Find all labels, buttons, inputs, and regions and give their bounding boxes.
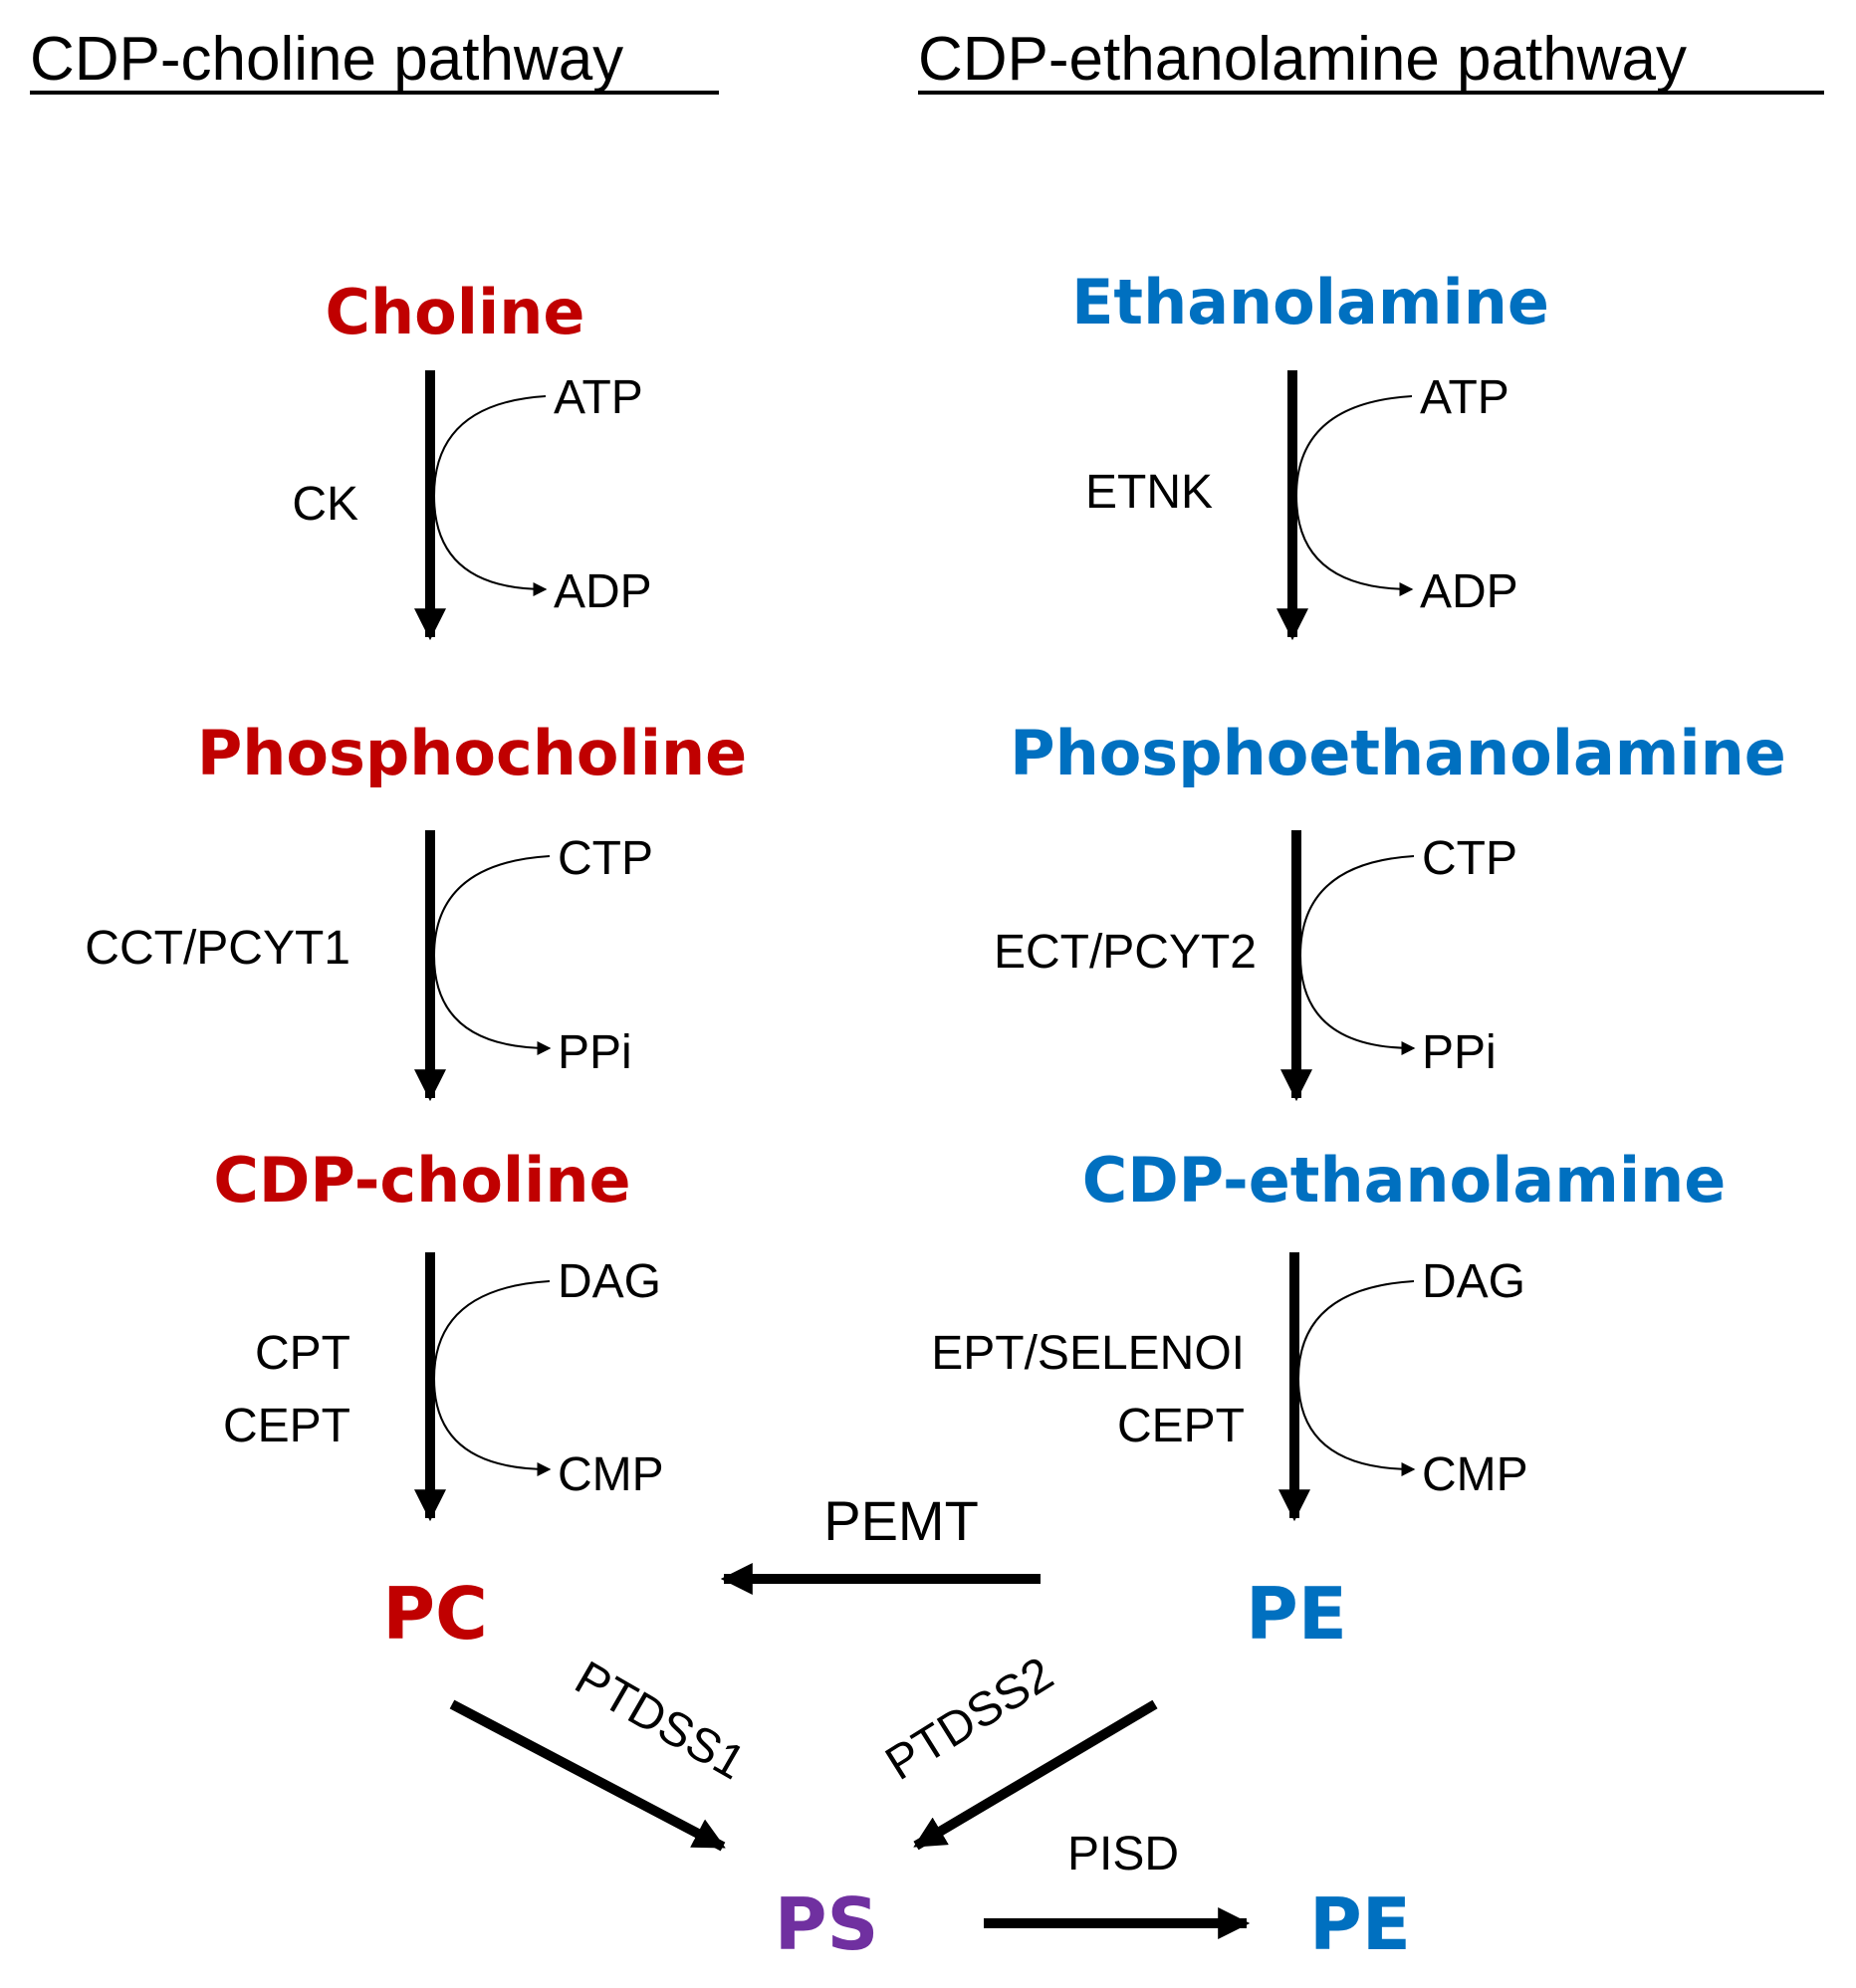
- enzyme-cept-ethanolamine: CEPT: [1117, 1400, 1245, 1452]
- heading-choline-pathway: CDP-choline pathway: [30, 25, 623, 94]
- metabolite-pe-final: PE: [1309, 1882, 1411, 1966]
- cofactor-in-atp-choline: ATP: [554, 371, 643, 424]
- cofactor-in-dag-choline: DAG: [558, 1255, 661, 1308]
- cofactor-in-ctp-choline: CTP: [558, 832, 653, 885]
- enzyme-pisd: PISD: [1067, 1828, 1179, 1880]
- cofactor-out-ppi-ethanolamine: PPi: [1422, 1026, 1497, 1079]
- enzyme-cpt: CPT: [255, 1327, 350, 1380]
- metabolite-phosphoethanolamine: Phosphoethanolamine: [1010, 717, 1786, 789]
- enzyme-ept-selenoi: EPT/SELENOI: [931, 1327, 1245, 1380]
- metabolite-pc: PC: [382, 1572, 488, 1656]
- cofactor-out-adp-ethanolamine: ADP: [1420, 565, 1518, 618]
- cofactor-in-ctp-ethanolamine: CTP: [1422, 832, 1517, 885]
- cofactor-out-cmp-ethanolamine: CMP: [1422, 1448, 1528, 1501]
- cofactor-in-dag-ethanolamine: DAG: [1422, 1255, 1525, 1308]
- enzyme-cct-pcyt1: CCT/PCYT1: [85, 922, 350, 975]
- metabolite-ps: PS: [775, 1882, 879, 1966]
- metabolite-phosphocholine: Phosphocholine: [197, 717, 747, 789]
- metabolite-cdp-ethanolamine: CDP-ethanolamine: [1082, 1144, 1727, 1216]
- cofactor-curve-choline-step3: [432, 1280, 552, 1476]
- cofactor-curve-ethanolamine-step3: [1296, 1280, 1416, 1476]
- metabolite-choline: Choline: [326, 276, 585, 348]
- enzyme-pemt: PEMT: [823, 1489, 979, 1552]
- cofactor-out-cmp-choline: CMP: [558, 1448, 664, 1501]
- cofactor-curve-ethanolamine-step2: [1298, 855, 1416, 1055]
- cofactor-curve-choline-step1: [432, 395, 548, 596]
- arrow-ptdss1-pc-to-ps: [449, 1699, 726, 1852]
- metabolite-cdp-choline: CDP-choline: [213, 1144, 630, 1216]
- enzyme-ptdss1: PTDSS1: [567, 1652, 754, 1790]
- cofactor-out-adp-choline: ADP: [554, 565, 652, 618]
- cofactor-in-atp-ethanolamine: ATP: [1420, 371, 1509, 424]
- metabolite-pe: PE: [1246, 1572, 1347, 1656]
- arrow-ptdss2-pe-to-ps: [913, 1699, 1158, 1851]
- enzyme-ect-pcyt2: ECT/PCYT2: [994, 926, 1257, 979]
- heading-ethanolamine-pathway: CDP-ethanolamine pathway: [918, 25, 1687, 94]
- enzyme-cept-choline: CEPT: [223, 1400, 350, 1452]
- enzyme-ptdss2: PTDSS2: [877, 1648, 1062, 1791]
- enzyme-ck: CK: [292, 478, 358, 531]
- metabolite-ethanolamine: Ethanolamine: [1071, 266, 1549, 338]
- cofactor-curve-choline-step2: [432, 855, 552, 1055]
- cofactor-curve-ethanolamine-step1: [1294, 395, 1414, 596]
- cofactor-out-ppi-choline: PPi: [558, 1026, 632, 1079]
- enzyme-etnk: ETNK: [1085, 466, 1213, 519]
